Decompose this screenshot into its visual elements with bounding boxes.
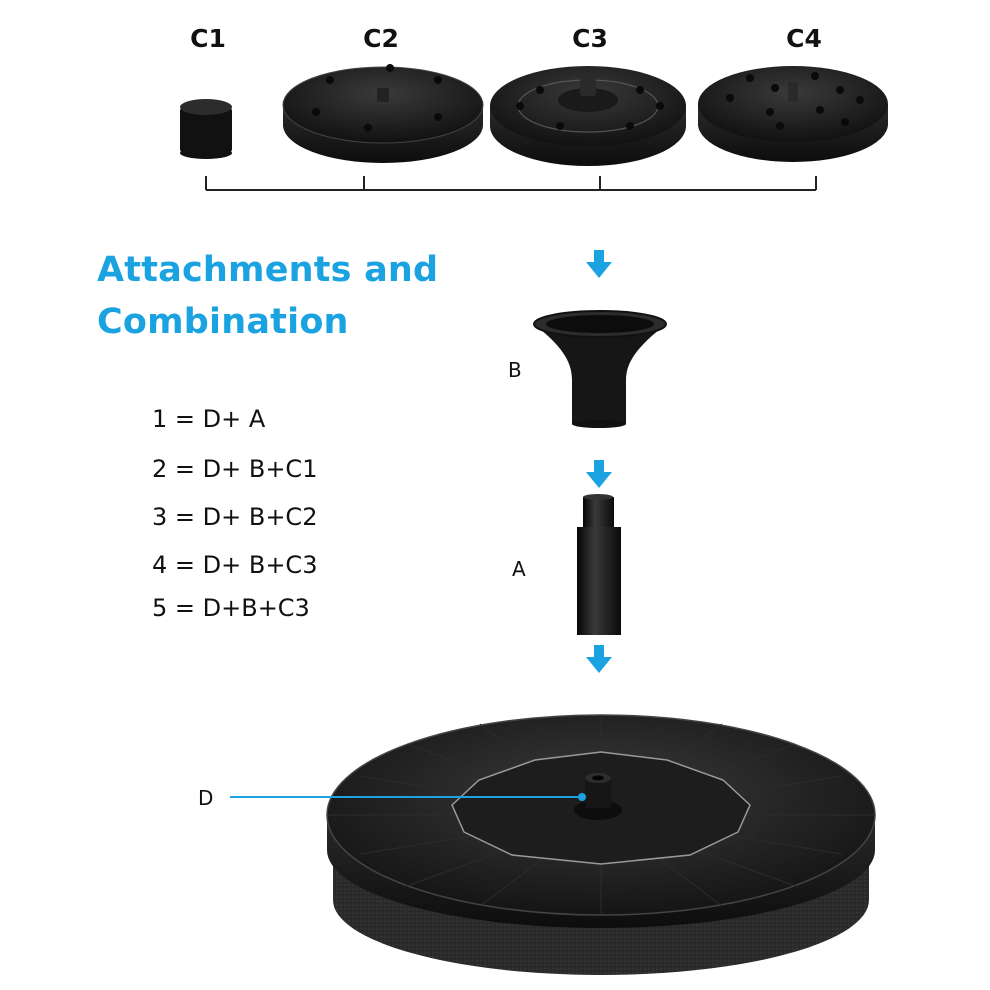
b-funnel-nozzle: [533, 310, 667, 428]
arrow-down-icon: [586, 250, 612, 278]
a-extension-tube: [577, 494, 621, 635]
label-c1: C1: [190, 24, 226, 53]
heading-line-1: Attachments and: [97, 250, 439, 290]
c1-nozzle-cap: [180, 99, 232, 159]
combination-4: 4 = D+ B+C3: [152, 551, 318, 579]
combination-3: 3 = D+ B+C2: [152, 503, 318, 531]
d-pointer: [230, 793, 586, 801]
label-c3: C3: [572, 24, 608, 53]
c2-nozzle-disc: [282, 64, 484, 163]
part-b-label: B: [508, 358, 522, 382]
arrow-down-icon-2: [586, 460, 612, 488]
combination-2: 2 = D+ B+C1: [152, 455, 318, 483]
part-d-label: D: [198, 786, 214, 810]
nozzle-bracket: [205, 176, 817, 191]
part-a-label: A: [512, 557, 526, 581]
label-c4: C4: [786, 24, 822, 53]
combination-5: 5 = D+B+C3: [152, 594, 310, 622]
arrow-down-icon-3: [586, 645, 612, 673]
d-solar-fountain: [326, 714, 876, 975]
c4-nozzle-disc: [698, 66, 888, 162]
combination-1: 1 = D+ A: [152, 405, 266, 433]
heading-line-2: Combination: [97, 302, 349, 342]
c3-nozzle-disc: [490, 66, 686, 166]
label-c2: C2: [363, 24, 399, 53]
